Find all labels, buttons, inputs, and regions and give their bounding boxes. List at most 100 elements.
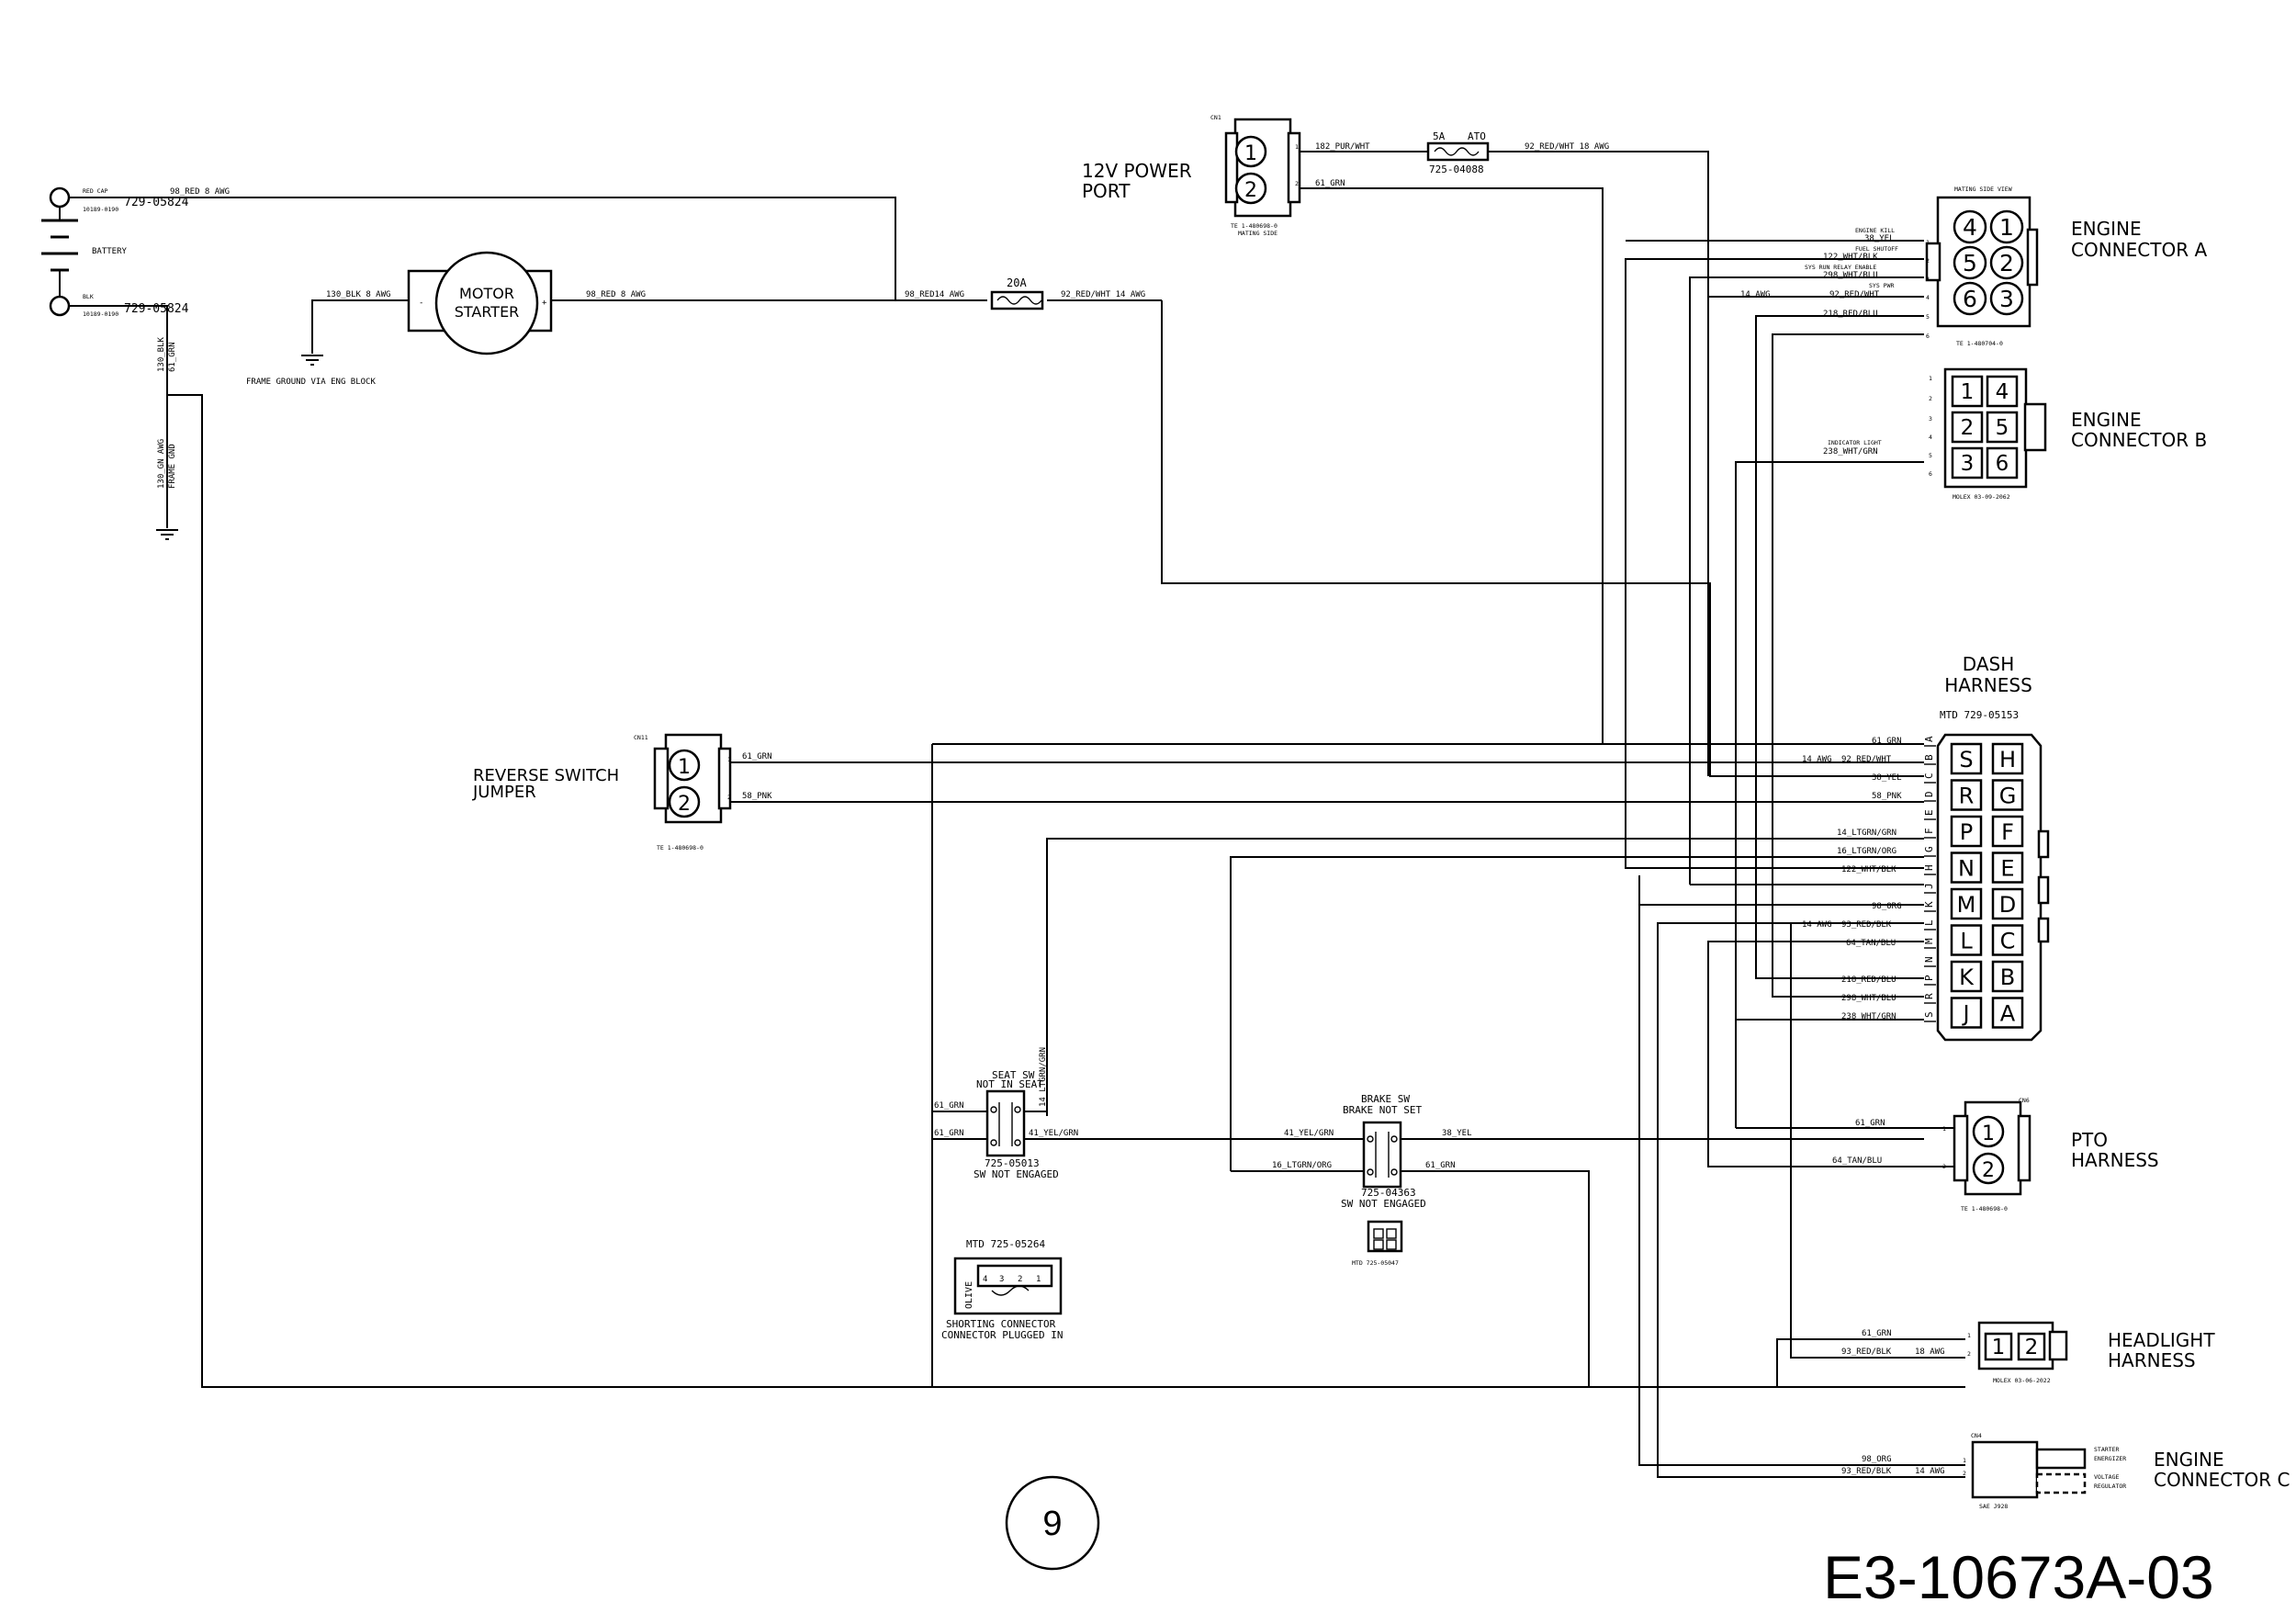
- dash-pin-cell: [1991, 924, 2024, 956]
- battery-pos-part: 10189-0190: [83, 206, 118, 213]
- power-port-label-1: 12V POWER: [1082, 160, 1192, 182]
- dash-pin-E: E: [2000, 856, 2014, 882]
- frame-ground-label: FRAME GROUND VIA ENG BLOCK: [246, 378, 376, 387]
- ea-pin-1: 1: [1999, 214, 2014, 241]
- dash-row-letter-D: D: [1923, 791, 1935, 797]
- dash-pin-F: F: [2001, 819, 2014, 845]
- wire-label: 38_YEL: [1872, 773, 1902, 783]
- dash-label-2: HARNESS: [1944, 674, 2032, 696]
- pto-tag: TE 1-480698-0: [1961, 1205, 2008, 1212]
- battery-pos-terminal: [49, 186, 71, 209]
- eb-num-4: 4: [1929, 434, 1932, 441]
- dash-pin-cell: [1950, 779, 1983, 811]
- wire-label: 92_RED/WHT 18 AWG: [1525, 142, 1609, 152]
- seat-sw-part: 725-05013: [985, 1157, 1040, 1169]
- wire-label: 92_RED/WHT: [1841, 755, 1892, 764]
- headlight-label-2: HARNESS: [2108, 1349, 2196, 1371]
- pp-num-1: 1: [1295, 143, 1299, 151]
- dash-pin-D: D: [1999, 892, 2016, 918]
- wire-note: ENGINE KILL: [1855, 227, 1895, 234]
- wire-label: 61_GRN: [934, 1101, 964, 1111]
- dash-row-letter-G: G: [1923, 846, 1935, 852]
- wire-label: 14 AWG: [1915, 1467, 1945, 1476]
- pp-num-2: 2: [1295, 180, 1299, 187]
- dash-pin-cell: [1991, 851, 2024, 884]
- ea-pin-3: 3: [1999, 286, 2014, 312]
- ea-tag: TE 1-480704-0: [1956, 340, 2003, 347]
- dash-row-letter-M: M: [1923, 938, 1935, 944]
- engine-b-label-2: CONNECTOR B: [2071, 429, 2207, 451]
- pto-num-2: 2: [1942, 1163, 1946, 1170]
- ea-pin-4: 4: [1963, 214, 1977, 241]
- motor-starter: MOTOR STARTER - +: [407, 251, 553, 355]
- dash-pin-cell: [1991, 887, 2024, 920]
- starter-minus: -: [419, 299, 423, 308]
- dash-row-letter-A: A: [1923, 736, 1935, 742]
- battery-pos-cable: 729-05824: [124, 196, 189, 209]
- shorting-connector: MTD 725-05264 OLIVE 4 3 2 1 SHORTING CON…: [941, 1238, 1063, 1341]
- seat-sw-state: SW NOT ENGAGED: [974, 1168, 1059, 1180]
- ea-top: MATING SIDE VIEW: [1954, 186, 2012, 193]
- eb-num-1: 1: [1929, 375, 1932, 382]
- seat-sw-label-2: NOT IN SEAT: [976, 1078, 1043, 1090]
- eb-pin-4: 4: [1996, 380, 2009, 404]
- ground-icon: [156, 529, 178, 540]
- reverse-switch-jumper: 1 2 CN11 TE 1-480698-0 REVERSE SWITCH JU…: [472, 733, 732, 851]
- ground-symbols: FRAME GROUND VIA ENG BLOCK 130_BLK 8 AWG…: [156, 290, 390, 540]
- ea-num-5: 5: [1926, 313, 1930, 321]
- dash-pin-A: A: [2000, 1001, 2016, 1027]
- ground-icon: [301, 355, 323, 366]
- brake-sw-state: SW NOT ENGAGED: [1341, 1198, 1426, 1210]
- ea-num-6: 6: [1926, 333, 1930, 340]
- wire-label: 93_RED/BLK: [1841, 1348, 1892, 1357]
- page-number-circle: [1005, 1475, 1100, 1571]
- wire-label: 218_RED/BLU: [1841, 976, 1896, 985]
- eb-pin-5: 5: [1996, 416, 2009, 440]
- rev-pin-1: 1: [678, 756, 691, 779]
- wires: [129, 151, 1965, 1478]
- ea-num-1: 1: [1926, 239, 1930, 246]
- power-port-tag2: MATING SIDE: [1238, 230, 1277, 237]
- dash-pin-cell: [1950, 997, 1983, 1029]
- wire-label: 61_GRN: [1872, 737, 1902, 746]
- wire-label: 61_GRN: [1425, 1161, 1456, 1170]
- wire-label: 218_RED/BLU: [1823, 310, 1878, 319]
- wire-note: INDICATOR LIGHT: [1828, 439, 1882, 446]
- ea-pin-5: 5: [1963, 250, 1977, 276]
- shorting-pin-1: 1: [1036, 1275, 1041, 1284]
- starter-motor-circle: [434, 251, 539, 355]
- eb-num-6: 6: [1929, 470, 1932, 478]
- engine-c-label-2: CONNECTOR C: [2154, 1469, 2290, 1491]
- battery-neg-terminal: [49, 295, 71, 317]
- eb-pin-2: 2: [1961, 416, 1975, 440]
- pto-pin-2: 2: [1982, 1159, 1995, 1182]
- fuse-5a: 5A ATO 725-04088: [1426, 130, 1490, 175]
- dash-pin-R: R: [1959, 784, 1975, 809]
- dash-pin-K: K: [1959, 964, 1975, 990]
- ground-wire-label-4: 130_GN AWG: [157, 439, 166, 489]
- rev-tag: TE 1-480698-0: [657, 844, 703, 851]
- eb-pin-1: 1: [1961, 380, 1975, 404]
- dash-row-letter-R: R: [1923, 993, 1935, 999]
- page-number: 9: [1042, 1505, 1062, 1543]
- wire-label: 98_RED14 AWG: [905, 290, 964, 299]
- power-port-label-2: PORT: [1082, 180, 1131, 202]
- ea-num-4: 4: [1926, 294, 1930, 301]
- wire-label: 92_RED/WHT: [1829, 290, 1880, 299]
- fuse-5a-type: ATO: [1468, 130, 1486, 142]
- dash-pin-cell: [1950, 960, 1983, 993]
- dash-pin-S: S: [1959, 747, 1973, 773]
- wire-note: SYS RUN RELAY ENABLE: [1805, 264, 1876, 271]
- dash-pin-cell: [1950, 887, 1983, 920]
- dash-pin-cell: [1950, 851, 1983, 884]
- wire-note: SYS PWR: [1869, 282, 1894, 289]
- rev-num-1: 1: [727, 756, 731, 763]
- ground-wire-label-2: 130_BLK: [157, 336, 166, 372]
- wire-label: 122_WHT/BLK: [1841, 865, 1896, 874]
- pto-harness-connector: 1 2 CN6 TE 1-480698-0 PTO HARNESS 1 2: [1942, 1097, 2159, 1212]
- wire-label: 93_RED/BLK: [1841, 920, 1892, 930]
- brake-switch: BRAKE SW BRAKE NOT SET 725-04363 SW NOT …: [1341, 1093, 1426, 1267]
- engine-b-label-1: ENGINE: [2071, 409, 2142, 431]
- wire-label: 93_RED/BLK: [1841, 1467, 1892, 1476]
